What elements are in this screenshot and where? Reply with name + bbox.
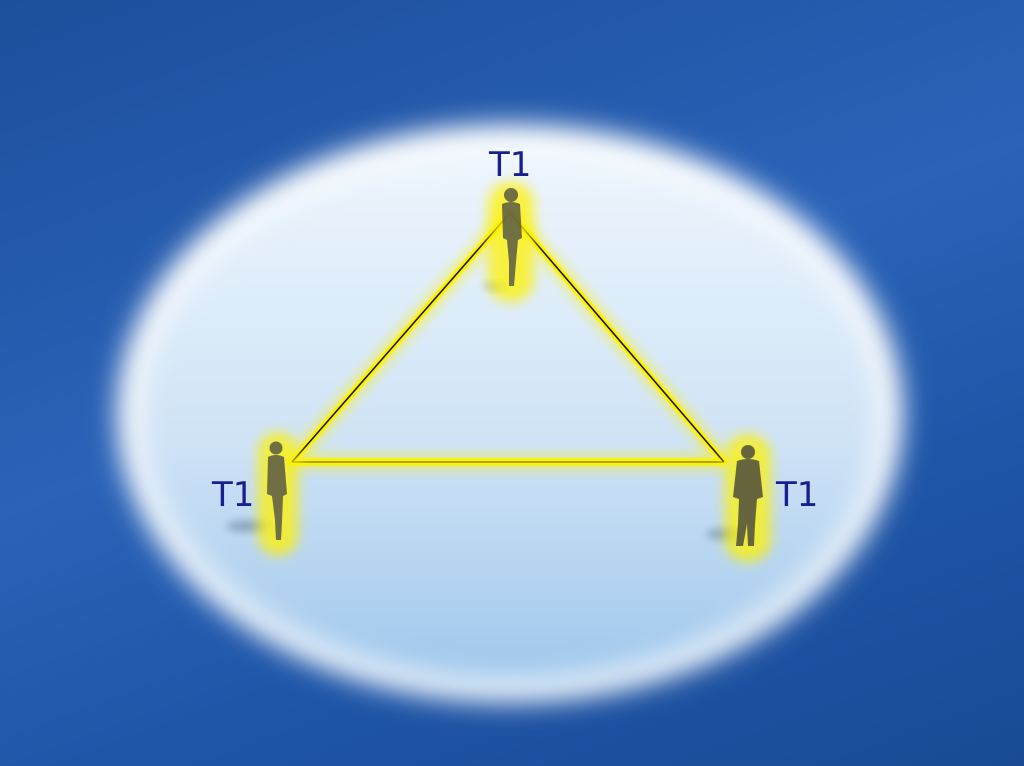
edge-top-right (509, 212, 725, 463)
edge-top-left (291, 212, 511, 463)
person-silhouette-icon (502, 188, 522, 286)
node-left (226, 432, 298, 556)
node-top (484, 182, 534, 302)
person-silhouette-icon (267, 441, 287, 540)
node-label-top: T1 (489, 145, 532, 185)
node-label-right: T1 (776, 475, 819, 515)
node-label-left: T1 (212, 475, 255, 515)
person-silhouette-icon (733, 445, 763, 546)
node-right (706, 434, 771, 562)
spotlight (118, 125, 902, 701)
triangle-edges (285, 206, 731, 469)
